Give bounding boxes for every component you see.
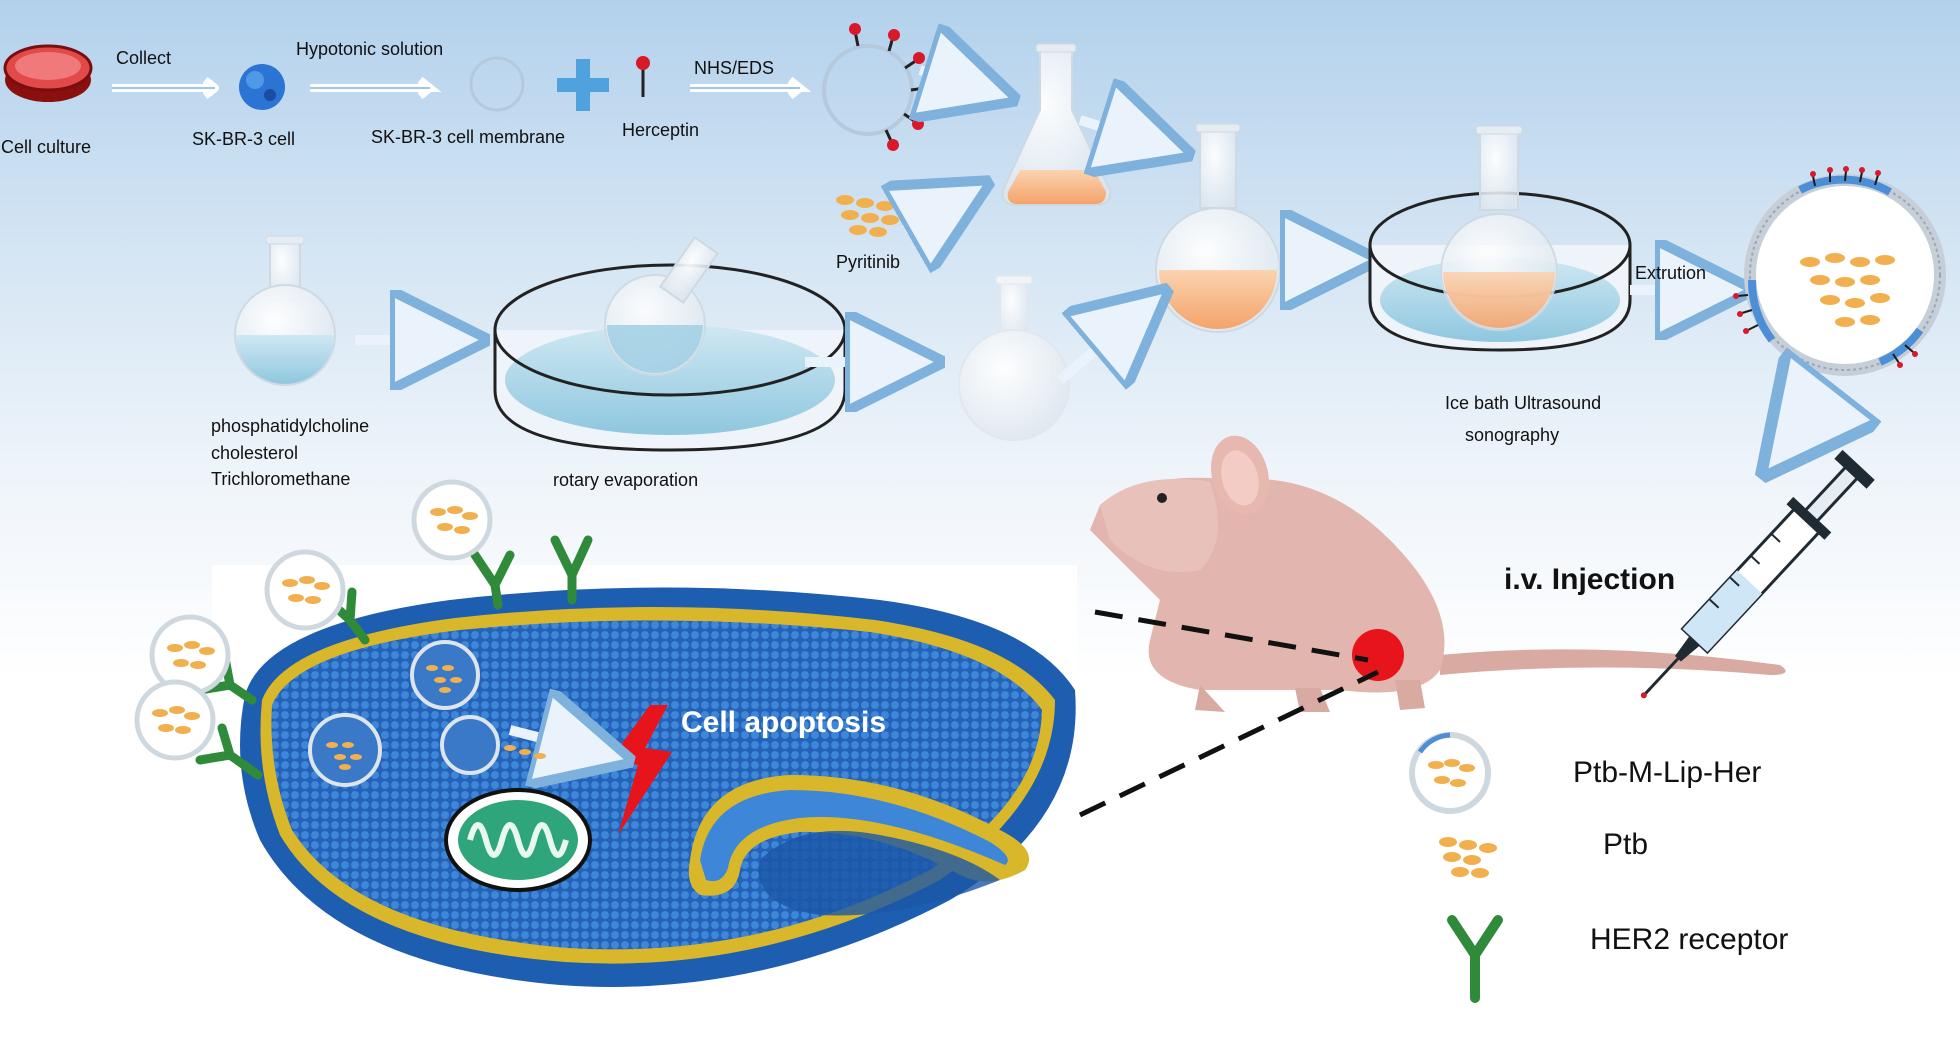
cell-membrane-bowl xyxy=(240,587,1076,987)
tumor-icon xyxy=(1352,629,1404,681)
label-lipid-3: Trichloromethane xyxy=(211,469,351,489)
liposome-icon xyxy=(134,679,216,761)
liposome-icon xyxy=(308,713,382,787)
flow-arrow xyxy=(112,76,219,100)
rotary-evaporator-icon xyxy=(493,236,847,452)
legend-label-receptor: HER2 receptor xyxy=(1590,923,1789,956)
zoom-connector xyxy=(1078,669,1380,818)
legend-label-liposome: Ptb-M-Lip-Her xyxy=(1573,756,1762,789)
label-apoptosis: Cell apoptosis xyxy=(681,706,887,739)
liposome-icon xyxy=(411,479,493,561)
label-lipid-2: cholesterol xyxy=(211,443,299,463)
liposome-icon xyxy=(410,640,480,710)
cell-membrane-icon xyxy=(469,56,525,112)
conical-flask-icon xyxy=(1001,43,1112,206)
zoom-connector xyxy=(1094,609,1369,663)
flow-arrow xyxy=(1056,300,1155,380)
legend-drug-icon xyxy=(1439,837,1497,878)
legend-liposome-icon xyxy=(1409,732,1491,814)
empty-flask-icon xyxy=(958,275,1070,441)
label-collect: Collect xyxy=(116,48,172,68)
flow-arrow xyxy=(1078,120,1175,150)
flow-arrow xyxy=(905,190,975,230)
mitochondrion-icon xyxy=(444,788,592,892)
plus-icon xyxy=(557,59,609,111)
round-flask-icon xyxy=(1155,123,1281,333)
cancer-cell-icon xyxy=(239,64,285,110)
petri-dish-icon xyxy=(3,44,93,102)
label-cell-culture: Cell culture xyxy=(1,137,92,157)
label-pyritinib: Pyritinib xyxy=(836,252,901,272)
drug-dots-icon xyxy=(836,195,899,237)
syringe-icon xyxy=(1640,449,1875,699)
label-injection: i.v. Injection xyxy=(1504,563,1676,596)
label-skbr3-cell: SK-BR-3 cell xyxy=(192,129,296,149)
label-skbr3-membrane: SK-BR-3 cell membrane xyxy=(371,127,566,147)
liposome-icon xyxy=(1733,166,1946,376)
herceptin-icon xyxy=(636,56,650,97)
legend-label-drug: Ptb xyxy=(1603,828,1649,861)
label-rotary: rotary evaporation xyxy=(553,470,699,490)
legend-receptor-icon xyxy=(1447,915,1503,1003)
label-hypotonic: Hypotonic solution xyxy=(296,39,444,59)
liposome-icon xyxy=(440,715,546,775)
liposome-icon xyxy=(264,549,346,631)
flow-arrow xyxy=(1775,400,1822,460)
label-extrution: Extrution xyxy=(1635,263,1707,283)
round-flask-icon xyxy=(234,235,336,386)
label-nhs: NHS/EDS xyxy=(694,58,775,78)
flow-arrow xyxy=(508,730,615,757)
flow-arrow xyxy=(310,76,442,100)
flow-arrow xyxy=(690,76,812,100)
label-ice-bath-1: Ice bath Ultrasound xyxy=(1445,393,1602,413)
flow-arrow xyxy=(920,70,1000,95)
label-lipid-1: phosphatidylcholine xyxy=(211,416,370,436)
label-herceptin: Herceptin xyxy=(622,120,700,140)
receptor-icon xyxy=(195,535,593,780)
ice-bath-icon xyxy=(1368,125,1632,352)
antibody-membrane-icon xyxy=(822,23,933,151)
mouse-icon xyxy=(1090,435,1786,712)
label-ice-bath-2: sonography xyxy=(1465,425,1560,445)
